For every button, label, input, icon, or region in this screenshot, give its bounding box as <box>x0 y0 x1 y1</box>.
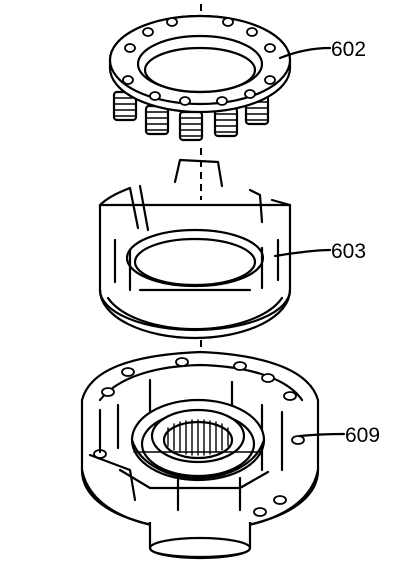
callout-label-602: 602 <box>331 38 366 61</box>
callout-label-609: 609 <box>345 424 380 447</box>
callout-label-603: 603 <box>331 240 366 263</box>
housing-603 <box>98 158 292 340</box>
callout-603: 603 <box>273 240 366 263</box>
callout-602: 602 <box>278 38 366 61</box>
spring-retainer-602 <box>108 14 292 142</box>
spline-teeth <box>167 419 229 456</box>
springs <box>112 90 270 142</box>
ring-holes <box>122 17 276 106</box>
callout-609: 609 <box>298 424 380 447</box>
body-holes <box>93 357 305 517</box>
pump-body-609 <box>80 350 320 560</box>
